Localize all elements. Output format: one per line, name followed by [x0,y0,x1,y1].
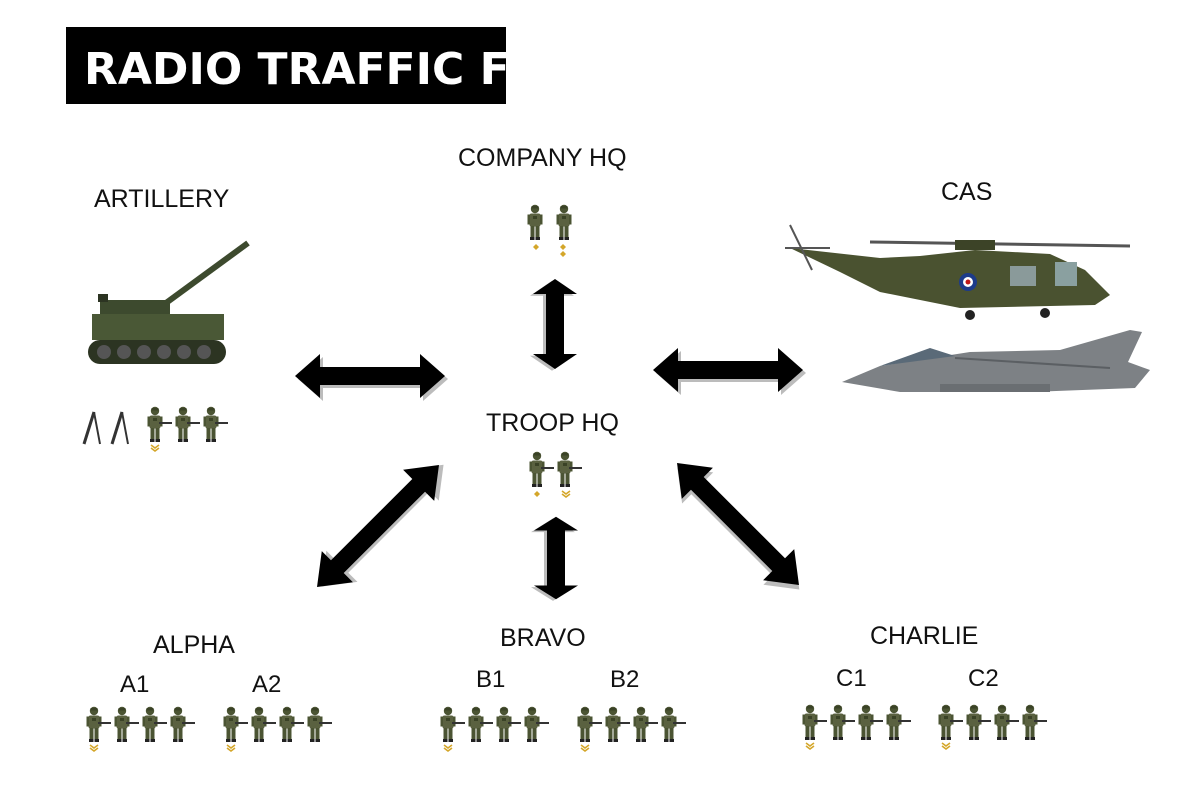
company-hq-soldiers [527,204,572,257]
arrow-artillery-troop-hq [295,354,448,401]
arrow-alpha-troop-hq [301,447,460,605]
arrow-company-hq-troop-hq [530,279,577,371]
arrow-cas-troop-hq [653,348,806,395]
company-hq-label: COMPANY HQ [458,144,627,172]
charlie-section-c1-label: C1 [836,665,867,692]
alpha-a2-team [224,707,333,751]
link-arrows [295,279,817,606]
charlie-c1-team [803,705,912,749]
title-banner: RADIO TRAFFIC FLOW [66,27,622,104]
artillery-crew [148,407,229,452]
node-alpha: ALPHA A1 A2 [87,631,333,751]
troop-hq-label: TROOP HQ [486,409,619,437]
charlie-section-c2-label: C2 [968,665,999,692]
bravo-b1-team [441,707,550,751]
bravo-label: BRAVO [500,624,586,652]
arrow-bravo-troop-hq [531,516,578,601]
alpha-label: ALPHA [153,631,235,659]
node-bravo: BRAVO B1 B2 [441,624,687,751]
troop-hq-soldiers [530,452,583,498]
helicopter-icon [785,224,1131,320]
charlie-c2-team [939,705,1048,749]
node-troop-hq: TROOP HQ [486,409,619,498]
bravo-b2-team [578,707,687,751]
alpha-section-a2-label: A2 [252,671,281,698]
node-charlie: CHARLIE C1 C2 [803,622,1048,749]
alpha-a1-team [87,707,196,751]
cas-label: CAS [941,178,992,206]
charlie-label: CHARLIE [870,622,978,650]
jet-icon [842,330,1150,392]
node-artillery: ARTILLERY [82,185,250,452]
title-text: RADIO TRAFFIC FLOW [84,44,622,95]
artillery-label: ARTILLERY [94,185,230,213]
node-company-hq: COMPANY HQ [458,144,627,257]
title-banner-background [66,27,506,104]
bravo-section-b1-label: B1 [476,666,505,693]
alpha-section-a1-label: A1 [120,671,149,698]
node-cas: CAS [785,178,1150,392]
arrow-charlie-troop-hq [659,447,817,606]
self-propelled-gun-icon [88,240,250,364]
mortar-icons [82,411,129,445]
bravo-section-b2-label: B2 [610,666,639,693]
